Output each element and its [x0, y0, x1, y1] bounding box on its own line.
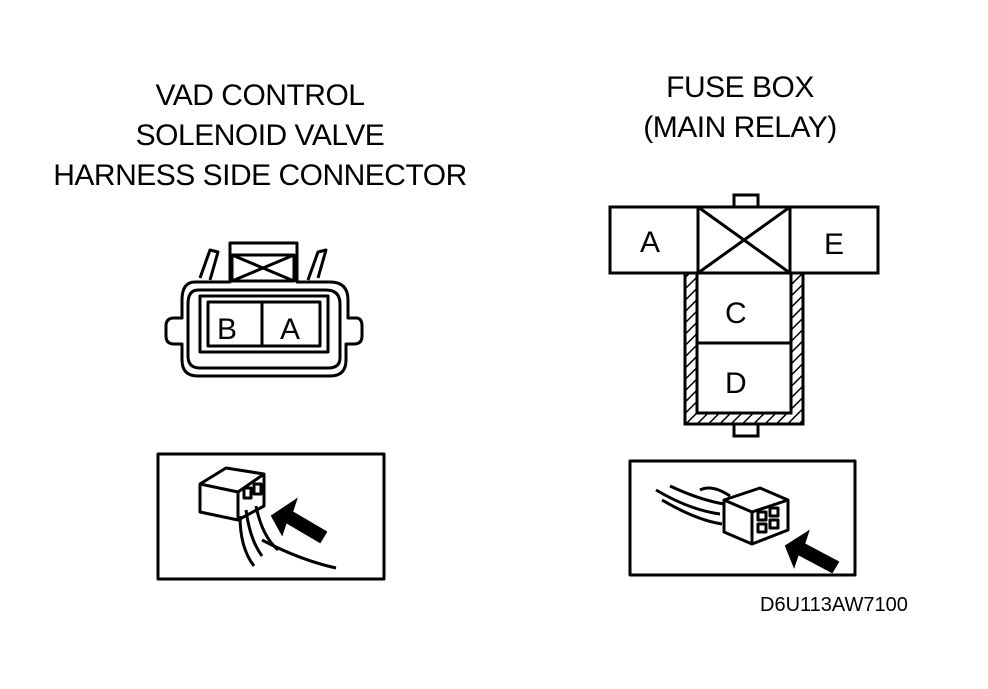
fuse-box-view-inset: [628, 459, 857, 577]
terminal-e-cell: [788, 205, 880, 275]
vad-title-line-2: SOLENOID VALVE: [135, 119, 385, 152]
fuse-box-relay-socket: [608, 193, 880, 438]
center-x-line-2: [697, 205, 791, 275]
terminal-d-cell: [695, 341, 793, 415]
inset-right-wire-3: [669, 484, 725, 506]
terminal-a-cell: [608, 205, 700, 275]
inset-wire-4: [261, 538, 337, 570]
lock-box: [230, 253, 296, 283]
inset-frame-right: [628, 459, 857, 577]
inset-right-slot-2: [768, 506, 780, 518]
vad-harness-connector: [164, 241, 364, 378]
fuse-box-title: FUSE BOX (MAIN RELAY): [560, 68, 920, 148]
inset-wire-1: [244, 509, 264, 557]
inset-right-connector-body: [722, 486, 790, 546]
vad-harness-view-inset: [156, 452, 386, 581]
figure-reference-code: D6U113AW7100: [760, 594, 908, 616]
top-nub: [732, 193, 760, 209]
vad-title-line-3: HARNESS SIDE CONNECTOR: [53, 159, 467, 192]
fuse-title-line-1: FUSE BOX: [666, 71, 814, 104]
left-latch-tab: [198, 248, 220, 281]
fuse-terminal-a-label: A: [640, 226, 660, 259]
inset-right-wire-4: [699, 486, 731, 498]
vad-terminal-b-label: B: [217, 313, 237, 346]
inset-right-wire-1: [655, 488, 721, 516]
fuse-terminal-c-label: C: [725, 297, 747, 330]
terminal-cavity: [206, 300, 322, 348]
vad-terminal-a-label: A: [280, 313, 300, 346]
vad-connector-title: VAD CONTROL SOLENOID VALVE HARNESS SIDE …: [20, 76, 500, 196]
right-latch-tab: [306, 248, 328, 281]
inset-slot-2: [252, 482, 263, 496]
inset-probe-arrow-icon: [270, 497, 328, 544]
inset-wire-3: [238, 515, 256, 567]
inset-right-probe-arrow-icon: [784, 529, 840, 574]
inset-right-wire-2: [661, 498, 723, 526]
vad-title-line-1: VAD CONTROL: [155, 79, 365, 112]
fuse-terminal-e-label: E: [824, 228, 844, 261]
inset-slot-1: [242, 486, 253, 500]
terminal-c-cell: [695, 271, 793, 345]
inset-frame: [156, 452, 386, 581]
inner-housing: [186, 288, 342, 370]
fuse-terminal-d-label: D: [725, 367, 747, 400]
inset-right-slot-3: [756, 522, 768, 534]
inset-connector-body: [198, 466, 266, 522]
fuse-title-line-2: (MAIN RELAY): [643, 111, 837, 144]
bottom-nub: [732, 422, 760, 438]
outer-housing: [164, 241, 364, 378]
terminal-block: [198, 294, 330, 354]
inset-right-slot-4: [768, 518, 780, 530]
lock-x-line-2: [231, 253, 295, 283]
inset-right-slot-1: [756, 510, 768, 522]
